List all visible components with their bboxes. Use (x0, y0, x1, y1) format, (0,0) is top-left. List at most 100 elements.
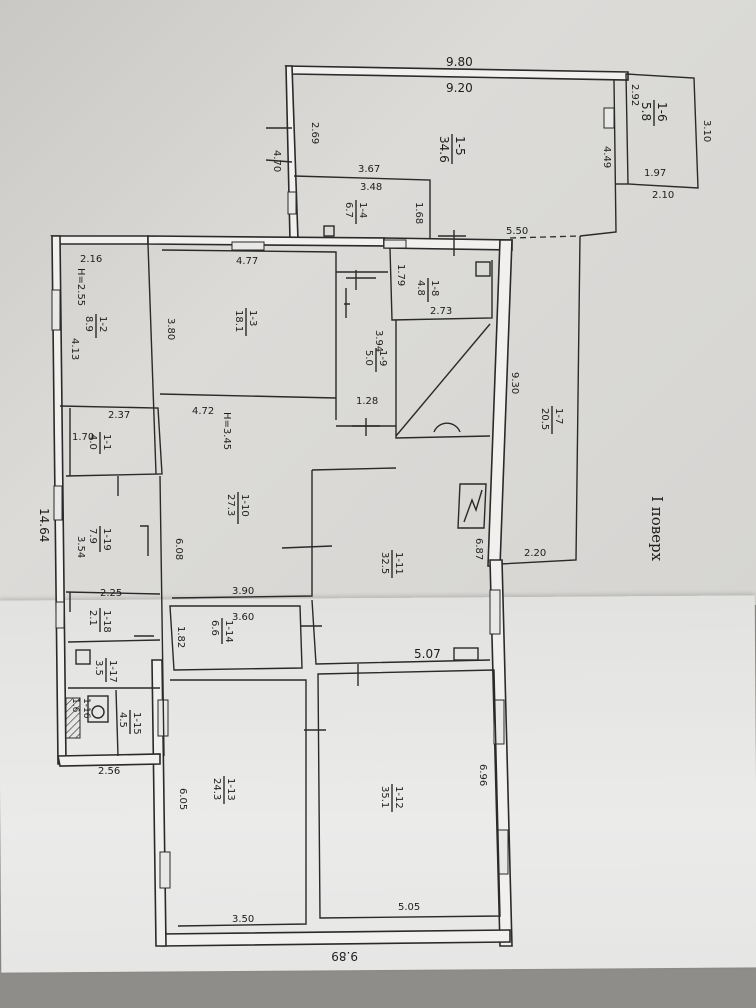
interior-partitions (59, 127, 501, 927)
height-mark-room-1-2: H=2.55 (75, 268, 86, 306)
window (489, 589, 501, 635)
dim-label: 4.49 (601, 146, 612, 168)
window (383, 239, 407, 249)
dim-label: 3.90 (232, 586, 254, 597)
room-id: 1-15 (131, 712, 142, 735)
dim-label: 1.70 (72, 432, 94, 443)
dim-label: 5.07 (414, 647, 441, 661)
room-area: 32.5 (379, 552, 390, 574)
room-area: 1.6 (70, 698, 80, 713)
room-id: 1-17 (107, 660, 118, 683)
room-id: 1-16 (81, 698, 91, 719)
room-id: 1-11 (393, 552, 404, 575)
room-label-1-2: 1-2 8.9 (83, 314, 108, 338)
room-id: 1-13 (225, 778, 236, 801)
dim-label: 2.73 (430, 306, 452, 317)
window (287, 191, 297, 215)
room-area: 18.1 (233, 310, 244, 332)
dim-label: 5.05 (398, 902, 420, 913)
dim-label: 6.05 (177, 788, 188, 810)
dim-label: 1.82 (175, 626, 186, 648)
dim-label: 5.50 (506, 226, 528, 237)
room-label-1-8: 1-8 4.8 (415, 278, 440, 302)
room-id: 1-8 (429, 280, 440, 296)
room-area: 2.1 (87, 610, 98, 626)
room-label-1-6: 1-6 5.8 (639, 100, 669, 126)
dim-label: 2.56 (98, 766, 120, 777)
room-label-1-17: 1-17 3.5 (93, 658, 118, 683)
dim-label: 4.72 (192, 406, 214, 417)
dim-label: 2.37 (108, 410, 130, 421)
dim-top-inner: 9.20 (446, 81, 473, 95)
room-id: 1-4 (357, 202, 368, 218)
chimney-hatch (65, 697, 81, 739)
dim-label: 6.96 (477, 764, 488, 786)
toilet-fixture (87, 695, 109, 723)
dim-label: 6.08 (173, 538, 184, 560)
room-label-1-15: 1-15 4.5 (117, 710, 142, 735)
dim-label: 3.67 (358, 164, 380, 175)
sink-fixture (75, 649, 91, 665)
dim-label: 1.79 (395, 264, 406, 286)
dim-label: 1.28 (356, 396, 378, 407)
room-area: 6.7 (343, 202, 354, 218)
room-label-1-16: 1-16 1.6 (70, 698, 91, 719)
dim-label: 2.20 (524, 548, 546, 559)
room-label-1-18: 1-18 2.1 (87, 608, 112, 633)
dim-label: 4.77 (236, 256, 258, 267)
dim-label: 2.10 (652, 190, 674, 201)
room-area: 6.6 (209, 620, 220, 636)
dim-label: 2.92 (629, 84, 640, 106)
dim-label: 1.68 (413, 202, 424, 224)
height-mark-room-1-10: H=3.45 (221, 412, 232, 450)
room-area: 20.5 (539, 408, 550, 430)
main-walls (50, 235, 581, 947)
window (159, 851, 171, 889)
window (55, 601, 65, 629)
dim-label: 3.50 (232, 914, 254, 925)
dim-label: 4.13 (69, 338, 80, 360)
room-id: 1-10 (239, 494, 250, 517)
room-id: 1-1 (101, 434, 112, 450)
dim-tiny-right: 3.10 (701, 120, 712, 142)
dim-label: 3.54 (75, 536, 86, 558)
room-area: 24.3 (211, 778, 222, 800)
dim-bottom: 9.89 (331, 949, 358, 963)
room-area: 7.9 (87, 528, 98, 544)
utility-box (453, 647, 479, 661)
dim-label: 1.97 (644, 168, 666, 179)
room-label-1-1: 1-1 4.0 (87, 432, 112, 454)
paper-sheet-upper (0, 0, 756, 605)
room-area: 27.3 (225, 494, 236, 516)
room-id: 1-12 (393, 786, 404, 809)
dim-label: 3.94 (373, 330, 384, 352)
toilet-bowl (91, 705, 105, 719)
floor-label: I поверх (648, 496, 666, 562)
room-area: 8.9 (83, 316, 94, 332)
utility-box (323, 225, 335, 237)
dim-label: 2.16 (80, 254, 102, 265)
room-label-1-11: 1-11 32.5 (379, 550, 404, 578)
dim-left-upper: 4.70 (271, 150, 282, 172)
window (493, 699, 505, 745)
window (53, 485, 63, 521)
dim-label: 3.80 (165, 318, 176, 340)
room-id: 1-6 (655, 102, 669, 122)
room-label-1-10: 1-10 27.3 (225, 492, 250, 524)
room-id: 1-2 (97, 316, 108, 332)
room-label-1-5: 1-5 34.6 (437, 134, 467, 164)
dimension-labels: 2.69 3.67 3.48 1.68 4.49 2.92 1.97 2.10 … (69, 84, 674, 925)
room-area: 5.8 (639, 102, 653, 121)
room-label-1-9: 1-9 5.0 (363, 348, 388, 372)
room-label-1-12: 1-12 35.1 (379, 784, 404, 812)
room-label-1-14: 1-14 6.6 (209, 618, 234, 644)
dim-label: 2.69 (309, 122, 320, 144)
dim-label: 6.87 (473, 538, 484, 560)
dim-label: 3.48 (360, 182, 382, 193)
room-area: 5.0 (363, 350, 374, 366)
room-area: 4.5 (117, 712, 128, 728)
room-label-1-7: 1-7 20.5 (539, 406, 564, 434)
room-id: 1-14 (223, 620, 234, 643)
room-id: 1-18 (101, 610, 112, 633)
